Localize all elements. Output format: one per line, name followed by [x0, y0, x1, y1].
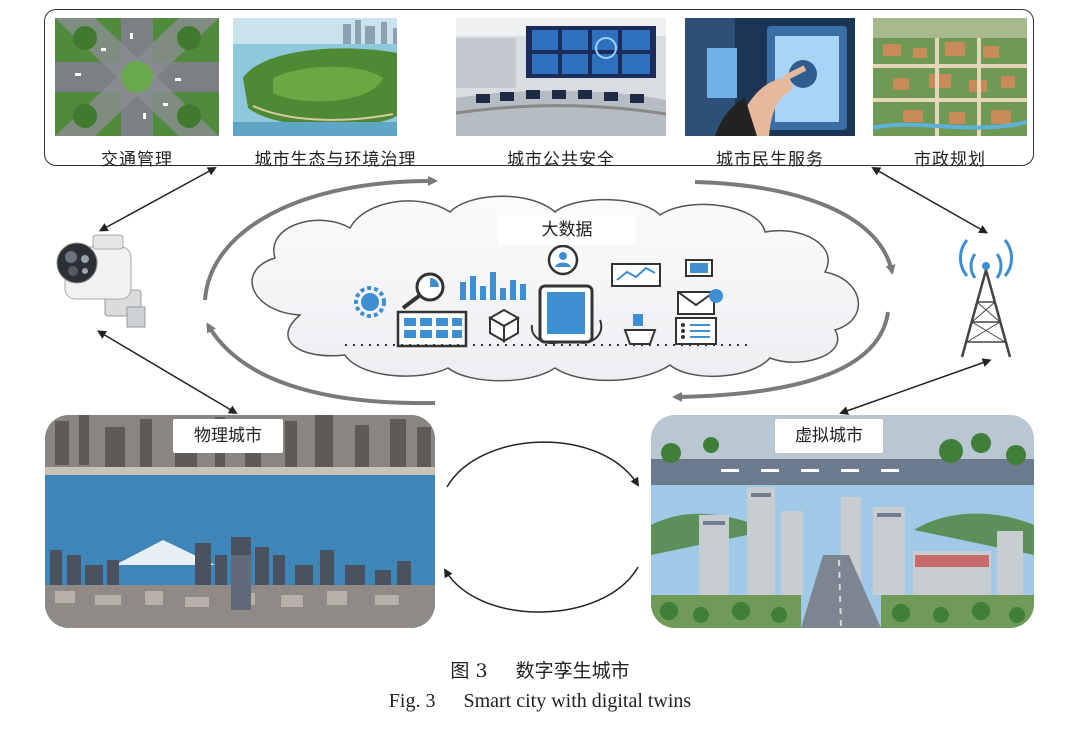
physical-city-label: 物理城市	[173, 419, 283, 453]
app-municipal-planning[interactable]: 市政规划	[873, 18, 1037, 170]
envelope-icon	[677, 289, 723, 315]
bar-chart-icon	[460, 272, 526, 300]
connector-camera-physical	[96, 330, 238, 415]
tablet-icon	[530, 284, 603, 344]
caption-en-figure-number: Fig. 3	[388, 690, 436, 712]
flow-arrow-apps-to-cloud-right	[694, 180, 896, 275]
data-table-icon	[396, 310, 468, 348]
line-chart-icon	[611, 263, 661, 287]
app-livelihood-service[interactable]: 城市民生服务	[685, 18, 855, 170]
virtual-city-image	[651, 415, 1034, 628]
app-ecology-environment[interactable]: 城市生态与环境治理	[233, 18, 416, 170]
analytics-icons	[345, 244, 750, 348]
applications-panel: 交通管理 城市生态与环境治理	[44, 9, 1037, 170]
user-monitor-icon	[547, 244, 579, 276]
connector-tower-virtual	[839, 358, 992, 415]
signal-tower-icon	[959, 239, 1013, 358]
ai-gear-icon	[354, 286, 386, 318]
loop-arrow-virtual-to-physical	[443, 566, 639, 613]
app-label: 交通管理	[101, 150, 173, 170]
surveillance-camera-icon	[56, 234, 146, 328]
app-label: 市政规划	[914, 150, 986, 170]
physical-city-panel[interactable]: 物理城市	[45, 415, 435, 628]
connector-tower-apps	[871, 167, 989, 234]
connector-camera-apps	[98, 167, 217, 232]
caption-cn-title: 数字孪生城市	[515, 660, 630, 682]
app-traffic-management[interactable]: 交通管理	[55, 18, 219, 170]
loop-arrow-physical-to-virtual	[446, 441, 640, 488]
urban-aerial-plan-image	[873, 18, 1027, 136]
control-room-image	[456, 18, 666, 136]
virtual-city-panel[interactable]: 虚拟城市	[651, 415, 1034, 628]
traffic-intersection-image	[55, 18, 219, 136]
caption-en-title: Smart city with digital twins	[463, 690, 692, 712]
magnifier-icon	[401, 272, 445, 310]
virtual-city-label: 虚拟城市	[775, 419, 883, 453]
figure-caption-en: Fig. 3 Smart city with digital twins	[0, 690, 1080, 713]
figure-caption-cn: 图 3 数字孪生城市	[0, 656, 1080, 683]
touchscreen-service-image	[685, 18, 855, 136]
flow-arrow-right-to-virtual	[672, 311, 890, 402]
big-data-label: 大数据	[498, 215, 636, 245]
display-icon	[685, 259, 713, 277]
caption-cn-figure-number: 图 3	[450, 660, 488, 682]
checklist-icon	[675, 317, 717, 345]
flow-arrow-physical-to-apps	[203, 175, 438, 301]
eco-island-image	[233, 18, 397, 136]
app-label: 城市生态与环境治理	[254, 150, 417, 170]
data-cube-icon	[487, 308, 521, 343]
app-public-safety[interactable]: 城市公共安全	[456, 18, 666, 170]
app-label: 城市民生服务	[716, 150, 824, 170]
app-label: 城市公共安全	[507, 150, 615, 170]
